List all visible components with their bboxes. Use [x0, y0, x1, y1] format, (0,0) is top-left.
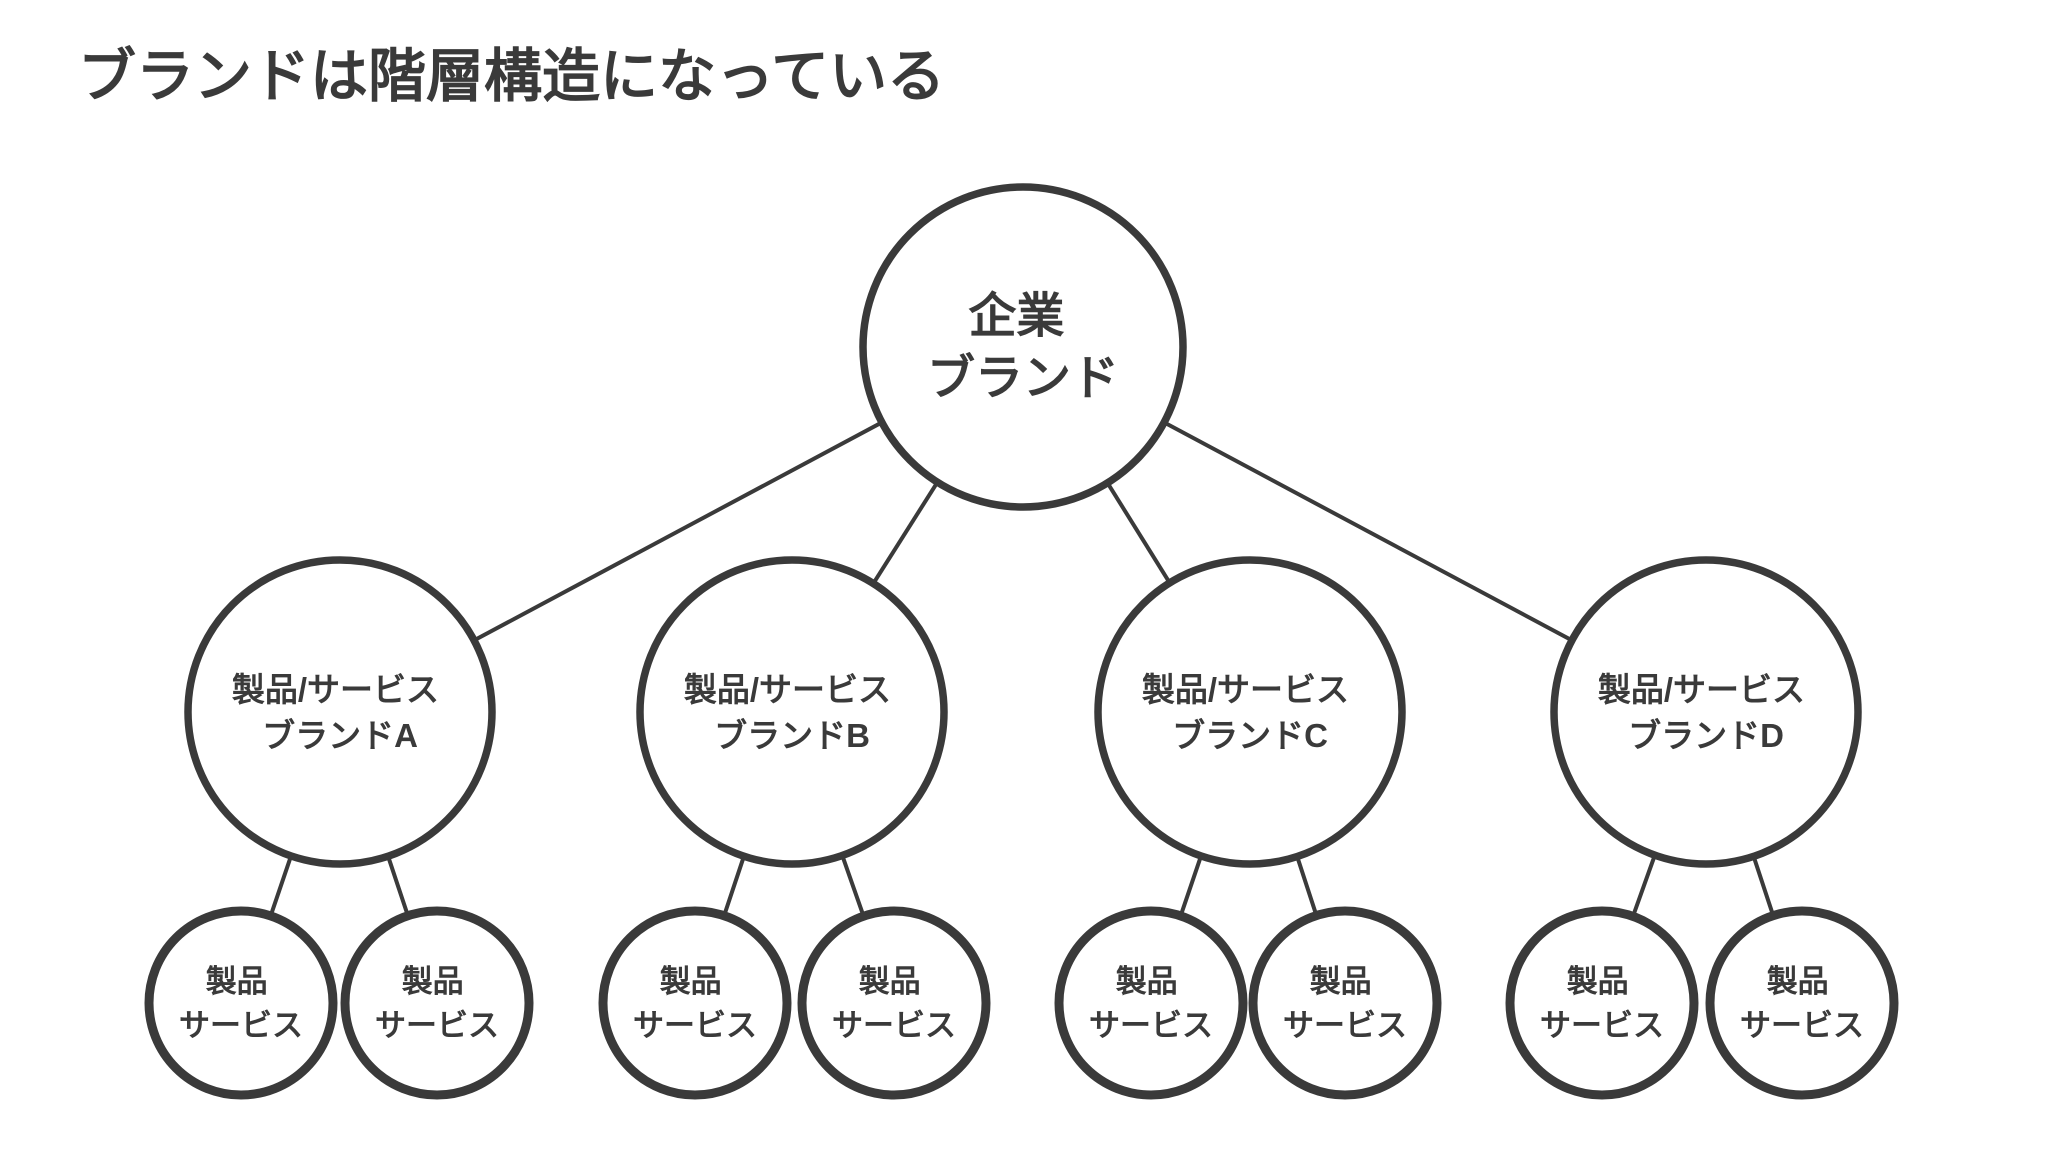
node-brand-b-product-2: 製品 サービス	[797, 906, 991, 1100]
node-brand-c: 製品/サービス ブランドC	[1094, 556, 1406, 868]
brand-c-label: 製品/サービス ブランドC	[1142, 671, 1358, 754]
brand-c-product-1-circle	[1054, 906, 1248, 1100]
node-brand-b: 製品/サービス ブランドB	[636, 556, 948, 868]
brand-d-product-1-label: 製品 サービス	[1540, 964, 1664, 1043]
node-brand-c-product-1: 製品 サービス	[1054, 906, 1248, 1100]
brand-d-label: 製品/サービス ブランドD	[1598, 671, 1814, 754]
brand-b-product-1-label: 製品 サービス	[633, 964, 757, 1043]
brand-d-product-2-circle	[1705, 906, 1899, 1100]
node-brand-a: 製品/サービス ブランドA	[184, 556, 496, 868]
page-title: ブランドは階層構造になっている	[78, 44, 946, 109]
brand-c-circle	[1094, 556, 1406, 868]
corporate-brand-label: 企業 ブランド	[927, 290, 1119, 405]
brand-c-product-2-label: 製品 サービス	[1283, 964, 1407, 1043]
brand-d-product-1-circle	[1505, 906, 1699, 1100]
brand-d-product-2-label: 製品 サービス	[1740, 964, 1864, 1043]
brand-a-product-2-label: 製品 サービス	[375, 964, 499, 1043]
brand-a-product-1-circle	[144, 906, 338, 1100]
node-brand-d: 製品/サービス ブランドD	[1550, 556, 1862, 868]
brand-b-product-1-circle	[598, 906, 792, 1100]
brand-a-circle	[184, 556, 496, 868]
brand-c-product-1-label: 製品 サービス	[1089, 964, 1213, 1043]
brand-b-product-2-circle	[797, 906, 991, 1100]
node-brand-c-product-2: 製品 サービス	[1248, 906, 1442, 1100]
brand-a-label: 製品/サービス ブランドA	[232, 671, 448, 754]
brand-c-product-2-circle	[1248, 906, 1442, 1100]
brand-b-circle	[636, 556, 948, 868]
node-brand-d-product-2: 製品 サービス	[1705, 906, 1899, 1100]
brand-d-circle	[1550, 556, 1862, 868]
node-brand-d-product-1: 製品 サービス	[1505, 906, 1699, 1100]
brand-b-product-2-label: 製品 サービス	[832, 964, 956, 1043]
brand-a-product-2-circle	[340, 906, 534, 1100]
node-corporate-brand: 企業 ブランド	[859, 183, 1187, 511]
node-brand-a-product-2: 製品 サービス	[340, 906, 534, 1100]
node-brand-a-product-1: 製品 サービス	[144, 906, 338, 1100]
corporate-brand-circle	[859, 183, 1187, 511]
brand-a-product-1-label: 製品 サービス	[179, 964, 303, 1043]
node-brand-b-product-1: 製品 サービス	[598, 906, 792, 1100]
brand-b-label: 製品/サービス ブランドB	[684, 671, 900, 754]
